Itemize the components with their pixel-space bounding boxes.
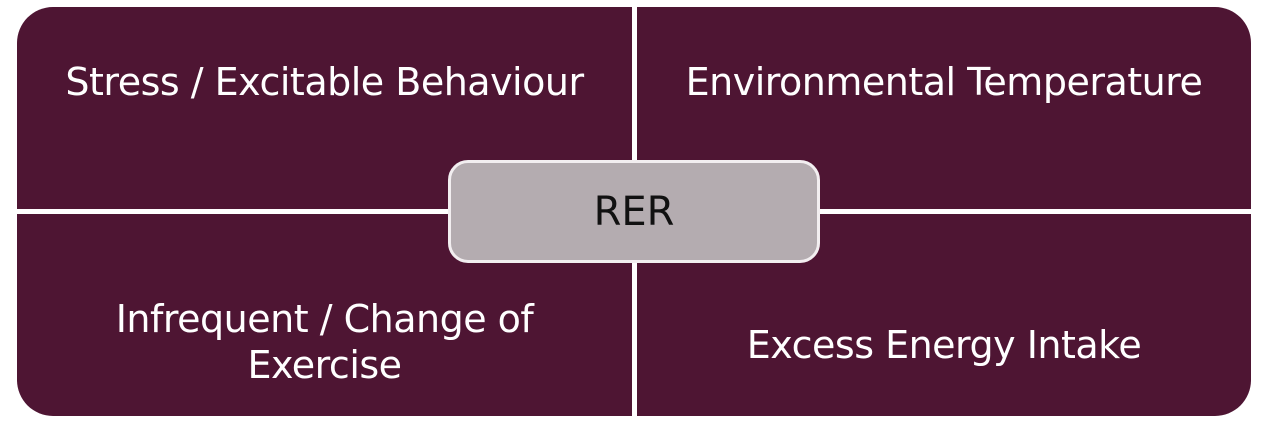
quadrant-label: Infrequent / Change of Exercise	[116, 296, 534, 388]
center-node: RER	[448, 160, 820, 263]
quadrant-label: Excess Energy Intake	[746, 323, 1142, 367]
center-label: RER	[593, 188, 675, 235]
quadrant-label: Stress / Excitable Behaviour	[65, 60, 584, 104]
quadrant-bottom-left: Infrequent / Change of Exercise	[17, 214, 632, 416]
quadrant-label-line: Infrequent / Change of	[115, 297, 534, 341]
quadrant-label-line: Exercise	[247, 343, 402, 387]
quadrant-diagram: Stress / Excitable Behaviour Environment…	[17, 7, 1251, 416]
quadrant-label: Environmental Temperature	[685, 60, 1203, 104]
